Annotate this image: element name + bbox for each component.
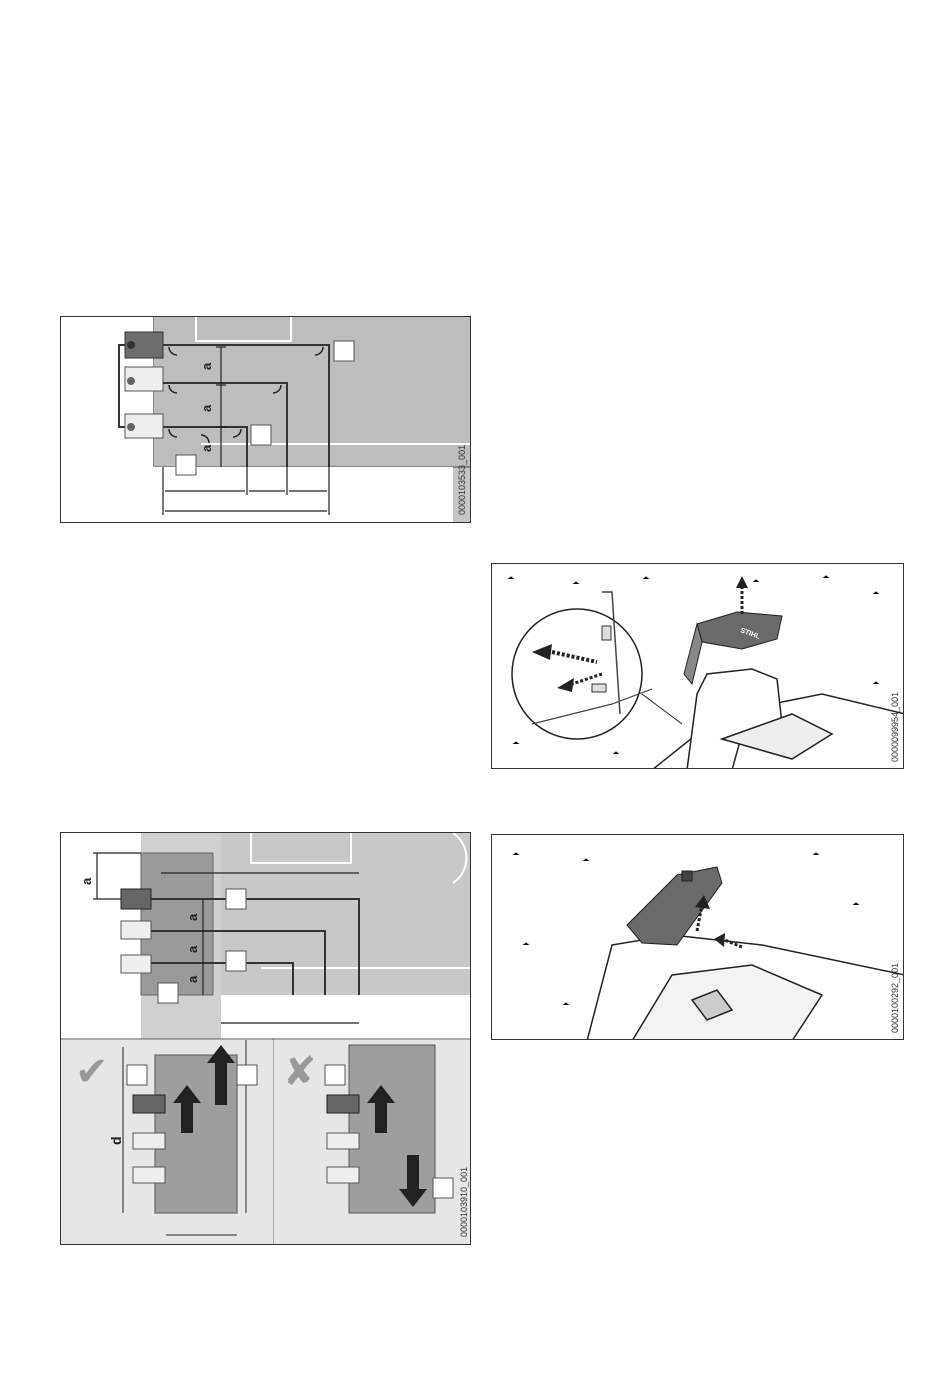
figure-cover-insert: 0000100292_001 (491, 834, 904, 1040)
wire-layout-drawing-2: a a a a ✔ d ✘ (61, 833, 471, 1245)
detail-magnifier (512, 592, 682, 739)
figure-wire-layout-1: a a a 0000103533_001 (60, 316, 471, 523)
lift-arrow (736, 576, 748, 614)
callout-box-1 (334, 341, 354, 361)
callout-box-2 (251, 425, 271, 445)
wire-layout-drawing: a a a (61, 317, 471, 523)
figure-code: 0000103533_001 (457, 445, 467, 515)
check-mark-icon: ✔ (75, 1050, 109, 1094)
figure-code: 0000099954_001 (890, 692, 900, 762)
cover-removal-drawing: STIHL (492, 564, 904, 769)
cover-insert-drawing (492, 835, 904, 1040)
dimension-a-label-1: a (79, 877, 94, 885)
figure-code: 0000103910_001 (459, 1167, 469, 1237)
dimension-a-label-3: a (185, 945, 200, 953)
figure-wire-layout-2: a a a a ✔ d ✘ 0000103910_0 (60, 832, 471, 1245)
cross-mark-icon: ✘ (283, 1050, 317, 1094)
dimension-a-label-4: a (185, 975, 200, 983)
figure-code: 0000100292_001 (890, 963, 900, 1033)
dimension-a-label-3: a (199, 444, 214, 452)
dimension-d-label: d (108, 1136, 124, 1145)
figure-cover-removal: STIHL 0000099954_001 (491, 563, 904, 769)
dimension-a-label-1: a (199, 362, 214, 370)
dimension-a-label-2: a (199, 404, 214, 412)
callout-box-3 (176, 455, 196, 475)
dimension-a-label-2: a (185, 913, 200, 921)
docking-station-top (125, 332, 163, 438)
